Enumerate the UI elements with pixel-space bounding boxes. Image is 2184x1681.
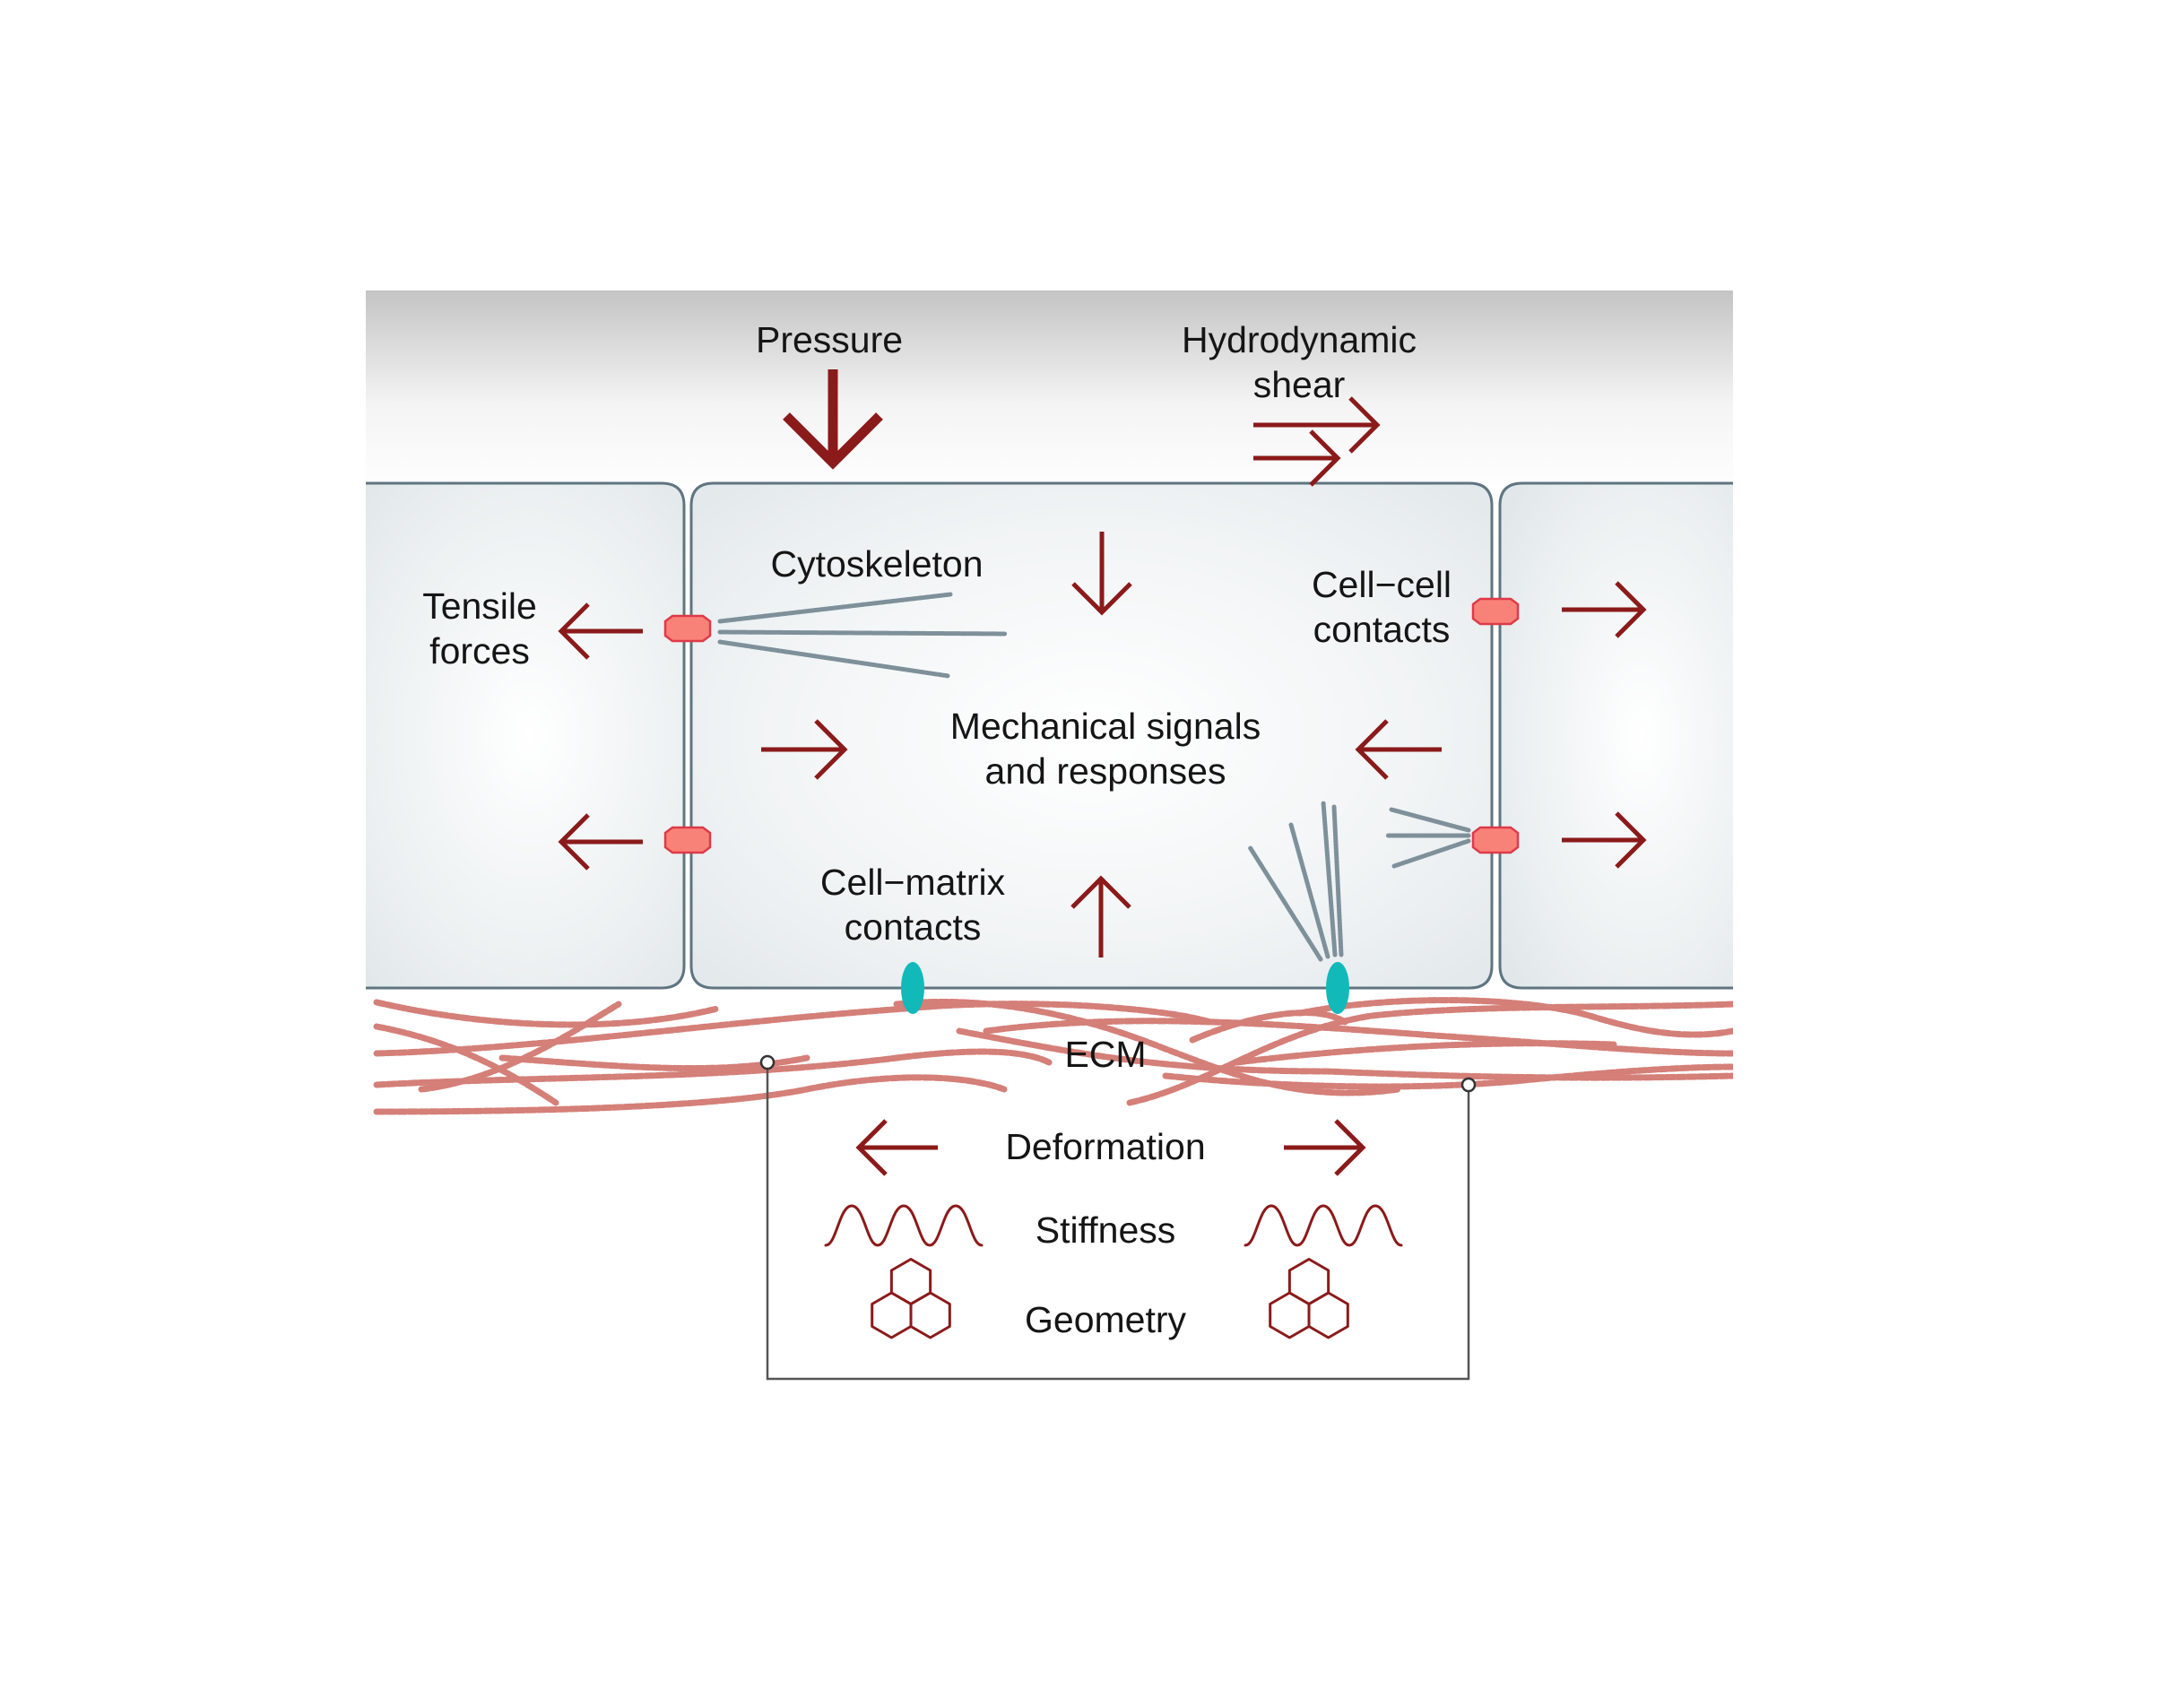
cell-layer	[366, 481, 1733, 990]
ecm-fiber	[373, 999, 721, 1028]
geometry-hexagon-icon-right	[1269, 1258, 1349, 1339]
ecm-fibers	[373, 997, 1733, 1115]
ecm-fiber	[373, 1023, 559, 1106]
cell-matrix-contacts-label-line1: Cell−matrix	[820, 862, 1006, 903]
legend-label-stiffness: Stiffness	[1036, 1209, 1176, 1251]
ecm-label: ECM	[1064, 1034, 1146, 1075]
ecm-fiber	[893, 998, 1402, 1096]
cell-cell-contact-right-upper	[1471, 597, 1520, 626]
inner-right-arrow	[761, 719, 848, 780]
ecm-fiber	[373, 1074, 1008, 1115]
inner-left-arrow	[1355, 719, 1442, 780]
ecm-fiber	[1162, 1063, 1733, 1090]
ecm-fiber	[956, 1027, 1733, 1081]
deformation-arrow-left	[855, 1119, 938, 1176]
ecm-fiber	[983, 1018, 1733, 1057]
tensile-forces-label-line2: forces	[429, 630, 530, 672]
shear-label-line1: Hydrodynamic	[1182, 319, 1417, 360]
right-neighbor-cell	[1498, 481, 1733, 990]
contacts	[663, 597, 1520, 1014]
tensile-arrow-upper	[558, 602, 643, 660]
cell-matrix-contact-right	[1326, 962, 1349, 1014]
legend-label-geometry: Geometry	[1025, 1299, 1186, 1340]
shear-label-line2: shear	[1253, 364, 1346, 405]
ecm-properties-legend: Deformation Stiffness Geometry	[759, 1054, 1477, 1381]
cell-cell-contact-left-upper	[663, 614, 712, 643]
force-arrows	[558, 369, 1647, 1176]
cytoskeleton-fiber	[717, 592, 953, 624]
cell-cell-contact-right-lower	[1471, 826, 1520, 854]
ecm-fiber	[1296, 997, 1733, 1038]
legend-anchor-right	[1460, 1077, 1477, 1093]
cell-cell-arrow-lower	[1562, 811, 1647, 869]
ecm-fiber	[1126, 1001, 1733, 1106]
cell-cell-contact-left-lower	[663, 826, 712, 854]
cell-matrix-contacts-label-line2: contacts	[845, 906, 982, 948]
central-cell	[689, 481, 1494, 990]
legend-icons	[824, 1204, 1403, 1339]
cytoskeleton-fiber	[1331, 804, 1344, 957]
shear-arrow-upper	[1253, 396, 1381, 454]
mechanical-signals-label-line2: and responses	[985, 750, 1226, 792]
cytoskeleton-fiber	[1247, 845, 1323, 962]
tensile-arrow-lower	[558, 813, 643, 871]
stiffness-wave-icon-left	[824, 1204, 984, 1247]
ecm-fiber	[418, 1001, 622, 1093]
cell-cell-contacts-label-line2: contacts	[1313, 609, 1451, 650]
deformation-arrow-right	[1284, 1119, 1366, 1176]
tensile-forces-label-line1: Tensile	[422, 585, 537, 627]
cytoskeleton-fiber	[717, 629, 1009, 637]
ecm-fiber	[373, 1048, 1053, 1088]
legend-box	[766, 1062, 1470, 1381]
ecm-fiber	[373, 1001, 1214, 1057]
cytoskeleton-fibers	[717, 592, 1471, 962]
shear-arrow-lower	[1253, 429, 1341, 487]
cytoskeleton-fiber	[1321, 800, 1338, 957]
legend-anchor-left	[759, 1054, 776, 1070]
stiffness-wave-icon-right	[1244, 1204, 1403, 1247]
ecm-fiber	[1189, 1009, 1348, 1044]
inner-up-arrow	[1070, 875, 1131, 957]
inner-down-arrow	[1071, 532, 1132, 616]
cell-cell-contacts-label-line1: Cell−cell	[1312, 564, 1452, 605]
pressure-arrow	[783, 369, 883, 470]
pressure-label: Pressure	[756, 319, 903, 360]
cytoskeleton-fiber	[1288, 822, 1330, 959]
cytoskeleton-label: Cytoskeleton	[770, 543, 983, 585]
labels: Pressure Hydrodynamic shear Cytoskeleton…	[422, 319, 1452, 1075]
cell-matrix-contact-left	[901, 962, 924, 1014]
cytoskeleton-fiber	[1391, 838, 1471, 869]
cell-cell-arrow-upper	[1562, 581, 1647, 638]
left-neighbor-cell	[366, 481, 686, 990]
cytoskeleton-fiber	[1389, 807, 1471, 833]
cytoskeleton-fiber	[717, 639, 951, 679]
legend-label-deformation: Deformation	[1005, 1126, 1205, 1167]
geometry-hexagon-icon-left	[871, 1258, 951, 1339]
fluid-region	[366, 290, 1733, 497]
mechanical-signals-label-line1: Mechanical signals	[950, 706, 1261, 747]
